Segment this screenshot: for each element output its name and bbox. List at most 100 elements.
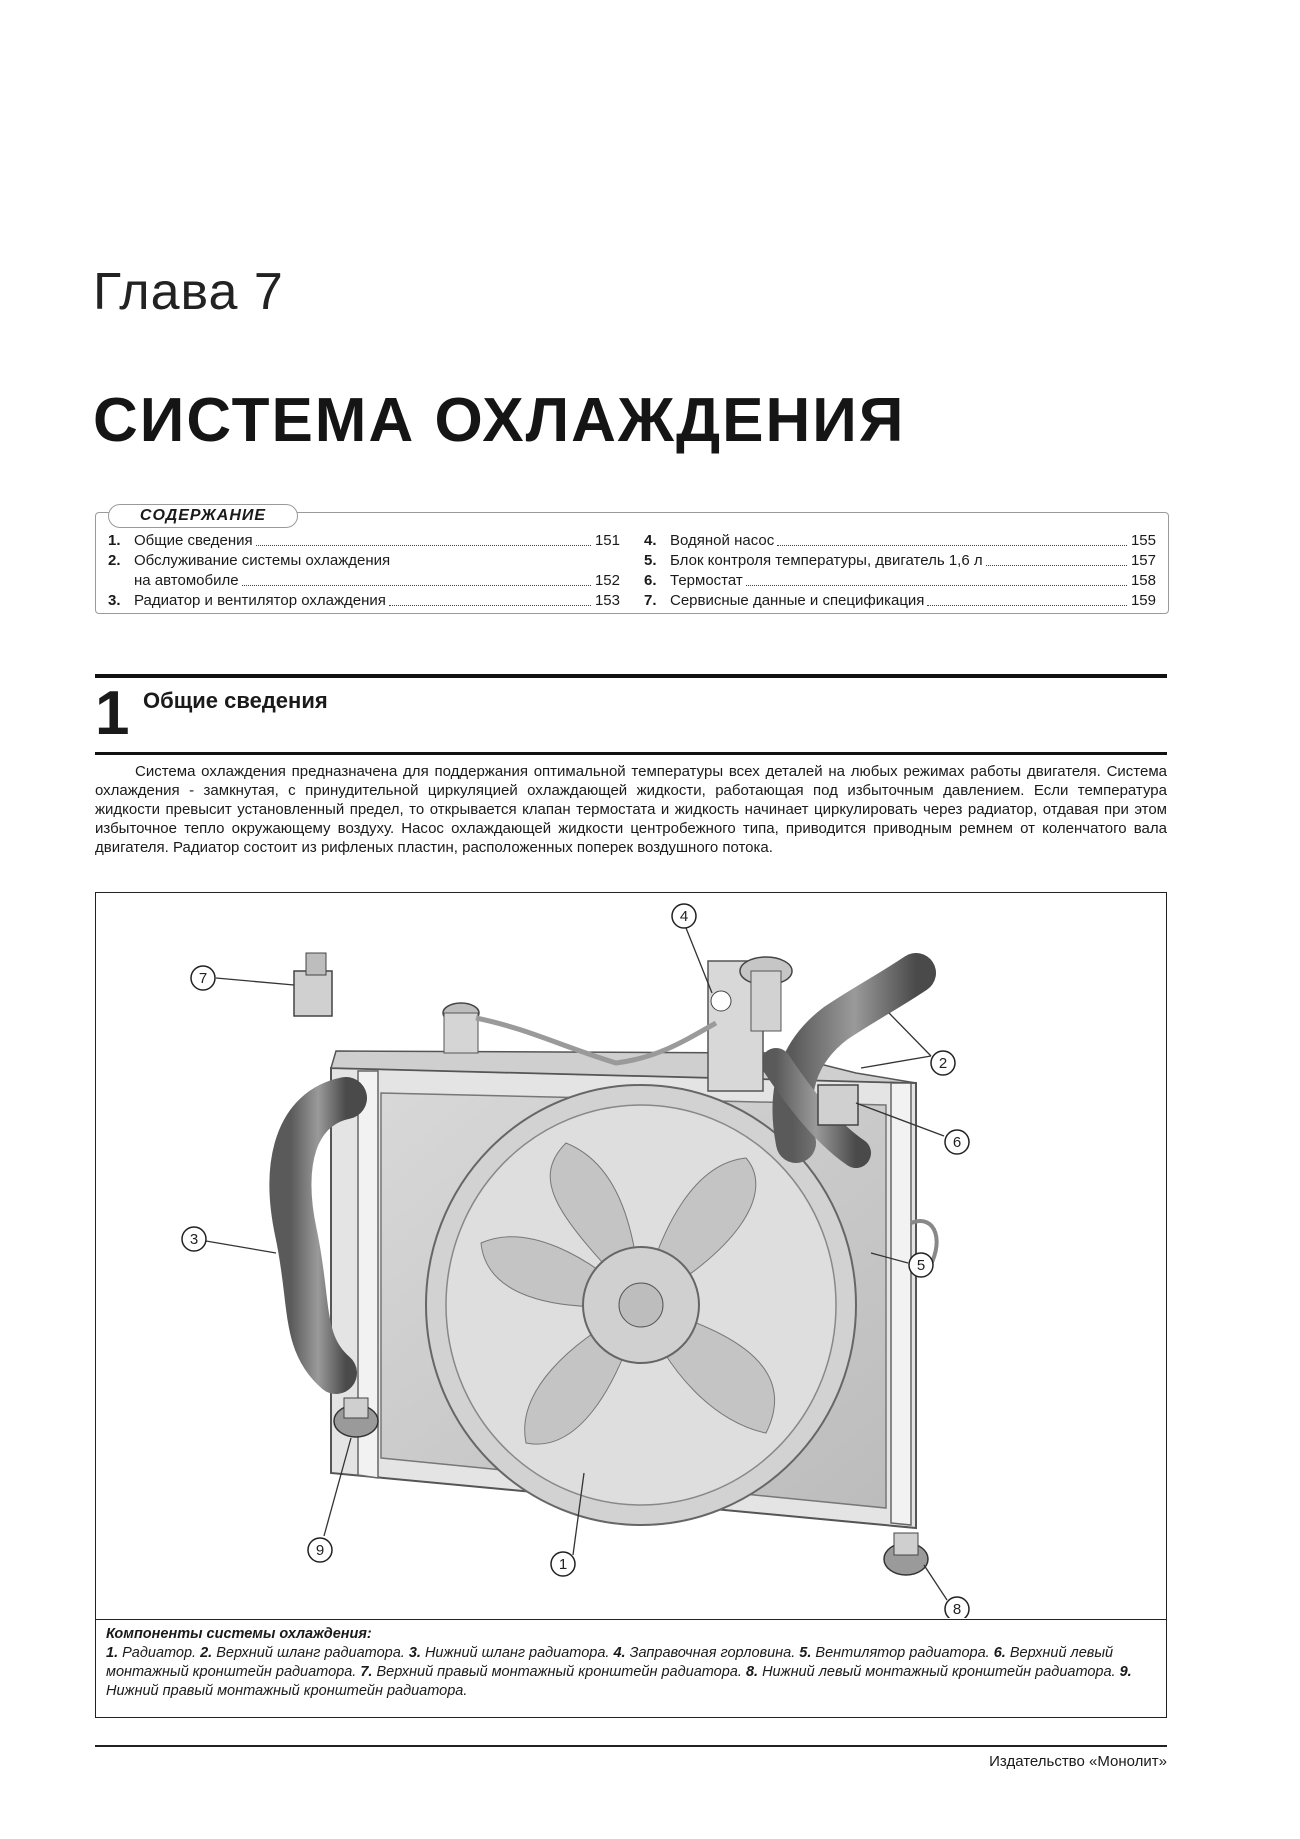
caption-item-number: 9.: [1119, 1664, 1132, 1680]
toc-item[interactable]: 5. Блок контроля температуры, двигатель …: [644, 551, 1156, 571]
caption-item-text: Нижний правый монтажный кронштейн радиат…: [106, 1683, 468, 1699]
callout-3: 3: [181, 1226, 207, 1252]
toc-item-page: 152: [594, 572, 620, 589]
toc-item-text: Обслуживание системы охлаждения: [134, 552, 391, 569]
toc-item[interactable]: 7. Сервисные данные и спецификация 159: [644, 591, 1156, 611]
callout-7: 7: [190, 965, 216, 991]
upper-left-bracket: [817, 1084, 859, 1126]
toc-item[interactable]: 1. Общие сведения 151: [108, 531, 620, 551]
caption-item-number: 2.: [200, 1645, 213, 1661]
toc-item[interactable]: 2. Обслуживание системы охлаждения: [108, 551, 620, 571]
callout-label: 8: [953, 1601, 961, 1618]
caption-item-text: Верхний шланг радиатора.: [216, 1645, 405, 1661]
toc-item-text: Водяной насос: [670, 532, 775, 549]
toc-item-number: 7.: [644, 592, 657, 609]
toc-leader-dots: [241, 585, 591, 586]
toc-item-number: 5.: [644, 552, 657, 569]
leader-line-6: [855, 1102, 945, 1137]
toc-item-text: Термостат: [670, 572, 743, 589]
section-rule-top: [95, 674, 1167, 678]
callout-label: 4: [680, 908, 688, 925]
caption-item-number: 5.: [799, 1645, 812, 1661]
toc-column-left: 1. Общие сведения 151 2. Обслуживание си…: [108, 531, 620, 611]
leader-line-8: [923, 1564, 948, 1601]
caption-item-text: Верхний левый монтажный кронштейн радиат…: [106, 1645, 1114, 1680]
fan-assembly: [425, 1084, 857, 1526]
toc-item-number: 1.: [108, 532, 121, 549]
toc-item-page: 151: [594, 532, 620, 549]
caption-item-number: 7.: [360, 1664, 373, 1680]
toc-item-number: 4.: [644, 532, 657, 549]
caption-item-text: Нижний шланг радиатора.: [424, 1645, 610, 1661]
toc-leader-dots: [777, 545, 1127, 546]
caption-item-number: 6.: [993, 1645, 1006, 1661]
caption-item-text: Заправочная горловина.: [629, 1645, 796, 1661]
toc-item-page: 155: [1130, 532, 1156, 549]
chapter-label: Глава 7: [93, 263, 284, 321]
intro-paragraph: Система охлаждения предназначена для под…: [95, 763, 1167, 856]
filler-neck: [707, 956, 793, 1092]
toc-item-text: Блок контроля температуры, двигатель 1,6…: [670, 552, 983, 569]
callout-label: 2: [939, 1055, 947, 1072]
publisher-name: Издательство «Монолит»: [989, 1753, 1167, 1770]
overflow-tube: [475, 1015, 718, 1066]
caption-item-text: Верхний правый монтажный кронштейн радиа…: [376, 1664, 742, 1680]
toc-item-number: 6.: [644, 572, 657, 589]
toc-column-right: 4. Водяной насос 155 5. Блок контроля те…: [644, 531, 1156, 611]
callout-2: 2: [930, 1050, 956, 1076]
section-number: 1: [95, 679, 130, 748]
toc-item[interactable]: 6. Термостат 158: [644, 571, 1156, 591]
caption-body: 1. Радиатор. 2. Верхний шланг радиатора.…: [106, 1644, 1156, 1701]
lower-right-bracket: [333, 1397, 379, 1438]
lower-radiator-hose: [269, 1077, 367, 1394]
toc-item-text: Сервисные данные и спецификация: [670, 592, 925, 609]
toc-item-text: Общие сведения: [134, 532, 253, 549]
caption-item-text: Вентилятор радиатора.: [815, 1645, 990, 1661]
radiator-illustration: 1 2 3 4 5 6 7 8 9: [181, 903, 970, 1618]
caption-item-text: Нижний левый монтажный кронштейн радиато…: [762, 1664, 1116, 1680]
leader-line-5: [870, 1252, 909, 1264]
leader-line-4: [685, 927, 713, 994]
leader-line-2a: [888, 1012, 932, 1057]
lower-left-bracket: [883, 1532, 929, 1576]
callout-9: 9: [307, 1537, 333, 1563]
toc-leader-dots: [745, 585, 1127, 586]
chapter-title: Система охлаждения: [93, 386, 906, 455]
callout-label: 1: [559, 1556, 567, 1573]
toc-item-number: 3.: [108, 592, 121, 609]
toc-item-text: на автомобиле: [134, 572, 239, 589]
toc-item-number: 2.: [108, 552, 121, 569]
upper-right-bracket: [293, 952, 333, 1017]
leader-line-3: [205, 1240, 277, 1254]
leader-line-1: [572, 1472, 585, 1556]
toc-leader-dots: [388, 605, 591, 606]
toc-heading: СОДЕРЖАНИЕ: [108, 504, 298, 528]
upper-radiator-hose-lower: [761, 1048, 871, 1168]
toc-item[interactable]: 4. Водяной насос 155: [644, 531, 1156, 551]
section-rule-bottom: [95, 752, 1167, 755]
toc-item-page: 153: [594, 592, 620, 609]
callout-4: 4: [671, 903, 697, 929]
toc-item-text: Радиатор и вентилятор охлаждения: [134, 592, 386, 609]
table-of-contents: СОДЕРЖАНИЕ 1. Общие сведения 151 2. Обсл…: [95, 504, 1169, 614]
toc-item[interactable]: 3. Радиатор и вентилятор охлаждения 153: [108, 591, 620, 611]
caption-item-number: 8.: [745, 1664, 759, 1680]
callout-1: 1: [550, 1551, 576, 1577]
caption-item-number: 4.: [613, 1645, 626, 1661]
caption-item-number: 3.: [408, 1645, 421, 1661]
leader-line-9: [323, 1437, 352, 1537]
callout-8: 8: [944, 1596, 970, 1618]
caption-item-number: 1.: [106, 1645, 119, 1661]
figure-caption: Компоненты системы охлаждения: 1. Радиат…: [95, 1620, 1167, 1718]
figure-frame: 1 2 3 4 5 6 7 8 9: [95, 892, 1167, 1620]
callout-label: 3: [190, 1231, 198, 1248]
section-title: Общие сведения: [143, 688, 328, 713]
radiator-cap-neck: [443, 1012, 479, 1054]
caption-title: Компоненты системы охлаждения:: [106, 1626, 372, 1642]
toc-leader-dots: [255, 545, 591, 546]
toc-leader-dots: [927, 605, 1127, 606]
callout-5: 5: [908, 1252, 934, 1278]
callout-6: 6: [944, 1129, 970, 1155]
footer-rule: [95, 1745, 1167, 1747]
toc-item-continuation[interactable]: на автомобиле 152: [108, 571, 620, 591]
